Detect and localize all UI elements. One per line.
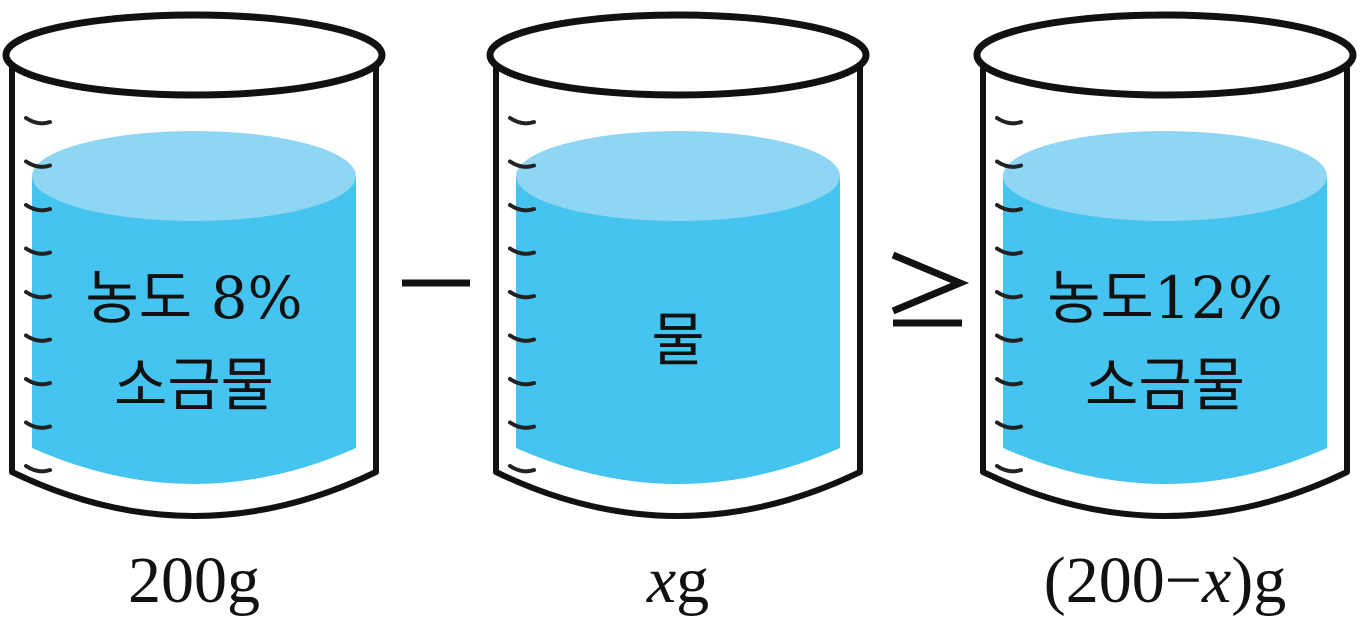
beaker-text-line: 농도12% xyxy=(1047,264,1283,332)
greater-than-or-equal-sign xyxy=(891,251,970,327)
liquid-surface xyxy=(516,131,840,221)
graduation-tick xyxy=(24,203,52,213)
mass-text: g xyxy=(676,544,709,617)
graduation-tick xyxy=(508,377,536,387)
graduation-tick xyxy=(508,159,536,169)
beaker-text-line: 농도 8% xyxy=(85,264,302,332)
graduation-tick xyxy=(995,290,1023,300)
beaker-solution-12: 농도12% 소금물 xyxy=(973,11,1357,519)
mass-label-water: xg xyxy=(646,544,709,617)
mass-text: (200− xyxy=(1044,544,1202,617)
liquid-body xyxy=(1003,176,1327,484)
graduation-tick xyxy=(508,464,536,474)
beaker-rim xyxy=(973,11,1357,99)
graduation-tick xyxy=(508,333,536,343)
graduation-tick xyxy=(24,159,52,169)
mass-text: g xyxy=(227,544,260,617)
graduation-tick xyxy=(24,420,52,430)
beaker-text-line: 소금물 xyxy=(1085,351,1245,419)
liquid-body xyxy=(516,176,840,484)
graduation-tick xyxy=(508,420,536,430)
beaker-text-line: 소금물 xyxy=(114,351,274,419)
beaker-rim xyxy=(486,11,870,99)
graduation-tick xyxy=(24,290,52,300)
graduation-tick xyxy=(24,464,52,474)
graduation-tick xyxy=(995,333,1023,343)
mass-label-solution-8: 200g xyxy=(128,544,260,617)
graduation-tick xyxy=(508,246,536,256)
graduation-tick xyxy=(24,333,52,343)
graduation-tick xyxy=(995,159,1023,169)
graduation-tick xyxy=(995,420,1023,430)
liquid-body xyxy=(32,176,356,484)
liquid-surface xyxy=(32,131,356,221)
graduation-tick xyxy=(995,203,1023,213)
graduation-tick xyxy=(508,290,536,300)
graduation-tick xyxy=(24,377,52,387)
graduation-tick xyxy=(24,116,52,126)
mass-text: 200 xyxy=(128,544,227,617)
graduation-tick xyxy=(24,246,52,256)
graduation-tick xyxy=(995,464,1023,474)
mass-text: )g xyxy=(1231,544,1286,617)
variable-x: x xyxy=(1201,544,1231,617)
graduation-tick xyxy=(995,116,1023,126)
beaker-water: 물 xyxy=(486,11,870,519)
variable-x: x xyxy=(646,544,676,617)
graduation-tick xyxy=(508,116,536,126)
beaker-text-line: 물 xyxy=(651,306,704,374)
beakers-layer: 농도 8% 소금물 물 농도12% 소금물 xyxy=(2,11,1357,519)
graduation-tick xyxy=(995,377,1023,387)
beaker-solution-8: 농도 8% 소금물 xyxy=(2,11,386,519)
graduation-tick xyxy=(508,203,536,213)
beaker-rim xyxy=(2,11,386,99)
liquid-surface xyxy=(1003,131,1327,221)
mass-label-solution-12: (200−x)g xyxy=(1044,544,1286,617)
graduation-tick xyxy=(995,246,1023,256)
